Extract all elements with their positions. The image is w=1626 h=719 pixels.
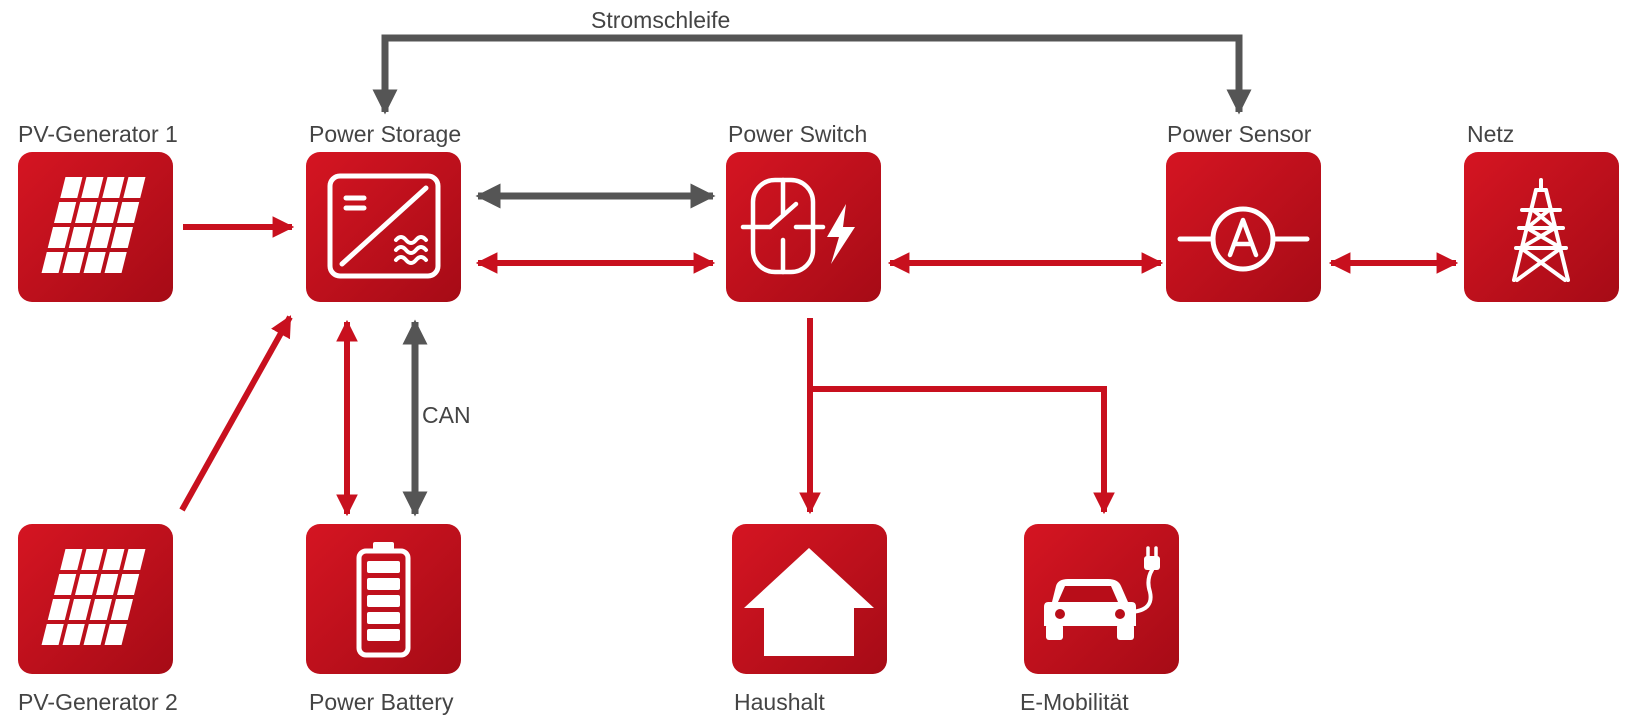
storage-label: Power Storage bbox=[309, 121, 461, 147]
house-icon bbox=[744, 548, 874, 656]
switch-to-emobility-arrow bbox=[810, 386, 1115, 515]
grid-node[interactable] bbox=[1464, 152, 1619, 302]
household-label: Haushalt bbox=[734, 689, 825, 715]
power-switch-node[interactable] bbox=[726, 152, 881, 302]
power-pylon-icon bbox=[1512, 178, 1570, 282]
pv2-to-storage-arrow bbox=[179, 315, 293, 512]
household-node[interactable] bbox=[732, 524, 887, 674]
battery-icon bbox=[356, 542, 411, 658]
connectors bbox=[179, 34, 1459, 517]
current-loop-connector bbox=[372, 34, 1252, 115]
ammeter-icon bbox=[1177, 206, 1310, 272]
sensor-label: Power Sensor bbox=[1167, 121, 1312, 147]
can-label: CAN bbox=[422, 402, 471, 428]
pv2-node[interactable] bbox=[18, 524, 173, 674]
electric-car-icon bbox=[1044, 546, 1160, 640]
emobility-node[interactable] bbox=[1024, 524, 1179, 674]
power-sensor-node[interactable] bbox=[1166, 152, 1321, 302]
power-switch-icon bbox=[740, 177, 826, 275]
solar-panel-icon bbox=[41, 177, 146, 273]
lightning-icon bbox=[827, 204, 855, 264]
switch-label: Power Switch bbox=[728, 121, 867, 147]
pv1-node[interactable] bbox=[18, 152, 173, 302]
inverter-icon bbox=[327, 173, 441, 279]
solar-panel-icon bbox=[41, 549, 146, 645]
current-loop-label: Stromschleife bbox=[591, 7, 730, 33]
emobility-label: E-Mobilität bbox=[1020, 689, 1129, 715]
pv1-label: PV-Generator 1 bbox=[18, 121, 178, 147]
power-battery-node[interactable] bbox=[306, 524, 461, 674]
pv2-label: PV-Generator 2 bbox=[18, 689, 178, 715]
power-storage-node[interactable] bbox=[306, 152, 461, 302]
battery-label: Power Battery bbox=[309, 689, 454, 715]
grid-label: Netz bbox=[1467, 121, 1514, 147]
